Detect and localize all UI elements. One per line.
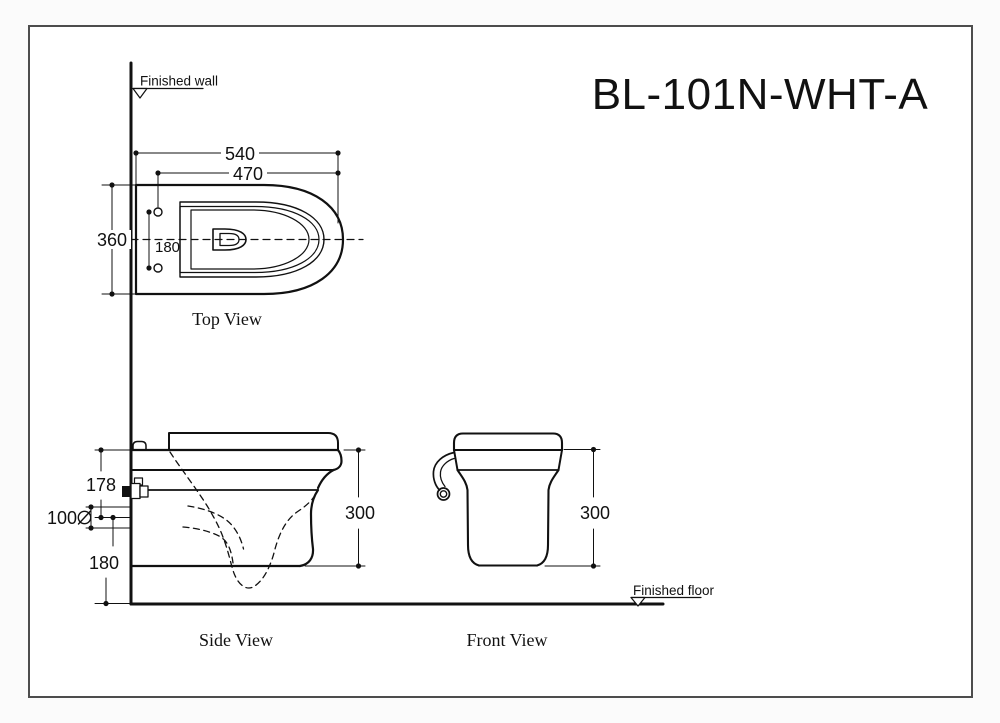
dim-dot: [590, 563, 597, 569]
mounting-hole: [153, 263, 163, 273]
dim-dot: [109, 291, 115, 297]
dimension-100-outlet: 100: [47, 504, 132, 531]
front-side-right: [557, 449, 563, 471]
top-view-bowl-rim: [190, 209, 310, 270]
dimension-540: 540: [133, 143, 341, 224]
dim-value-360: 360: [97, 230, 127, 250]
front-side-left: [453, 449, 459, 471]
dim-dot: [103, 600, 109, 607]
side-profile-upper: [332, 448, 343, 472]
model-number-title: BL-101N-WHT-A: [591, 70, 929, 119]
hose-connector-inner: [439, 490, 448, 498]
water-inlet-fitting: [122, 477, 149, 500]
dimension-180-holes: 180: [146, 209, 180, 271]
front-pedestal-right: [535, 468, 560, 567]
wall-level-triangle-icon: [132, 87, 148, 99]
dim-dot: [146, 209, 152, 215]
dim-dot: [355, 563, 362, 569]
mounting-hole: [153, 207, 163, 217]
side-profile-lower: [298, 488, 320, 568]
dimension-178: 178: [86, 447, 134, 521]
floor-level-triangle-icon: [630, 596, 646, 607]
side-profile-mid: [316, 468, 335, 490]
fitting-base: [122, 486, 131, 497]
hose-inner: [439, 457, 455, 488]
dim-dot: [155, 170, 161, 176]
dim-dot: [98, 447, 104, 453]
dim-dot: [355, 447, 362, 453]
dim-dot: [88, 504, 94, 510]
dim-dot: [109, 182, 115, 188]
side-wall-bracket: [132, 440, 147, 451]
diameter-circle: [77, 510, 92, 525]
front-seat-lid: [452, 432, 564, 452]
dim-value-540: 540: [225, 144, 255, 164]
fitting-body: [130, 482, 141, 500]
bowl-water-dashed: [187, 505, 245, 550]
dimension-180-floor: 180: [89, 514, 132, 607]
dim-value-100: 100: [47, 508, 77, 528]
dimension-360: 360: [93, 182, 137, 297]
dim-dot: [88, 525, 94, 531]
dim-value-178: 178: [86, 475, 116, 495]
top-view: 540 470 360 180 Top View: [93, 143, 364, 329]
front-pedestal-left: [456, 468, 481, 567]
dim-value-300-front: 300: [580, 503, 610, 523]
trap-outline-dashed: [169, 451, 317, 589]
supply-hose: [432, 451, 455, 501]
dim-value-300-side: 300: [345, 503, 375, 523]
dim-text-mask: [93, 230, 131, 249]
dim-dot: [146, 265, 152, 271]
dimension-300-front: 300: [544, 446, 610, 569]
side-view: 178 100 180: [47, 432, 375, 650]
top-view-seat-inner: [179, 205, 320, 274]
bowl-bottom-dashed: [182, 526, 235, 568]
dimension-300-side: 300: [304, 447, 375, 569]
fitting-nut: [139, 485, 149, 498]
dim-value-180-holes: 180: [155, 239, 180, 256]
dim-value-470: 470: [233, 164, 263, 184]
dim-text-mask: [229, 163, 267, 182]
dimension-470: 470: [155, 163, 341, 208]
finished-floor-label: Finished floor: [633, 583, 715, 598]
trapway-hidden-lines: [169, 451, 317, 589]
hose-outer: [432, 451, 455, 491]
dim-value-180-floor: 180: [89, 553, 119, 573]
top-view-label: Top View: [192, 309, 262, 329]
dim-text-mask: [221, 143, 259, 162]
hose-connector-outer: [436, 487, 451, 501]
diameter-slash: [77, 510, 92, 525]
diameter-symbol-icon: [77, 510, 92, 525]
front-view-label: Front View: [466, 630, 547, 650]
finished-wall-label: Finished wall: [140, 74, 218, 89]
dim-dot: [335, 150, 341, 156]
dim-dot: [590, 446, 597, 453]
side-view-label: Side View: [199, 630, 273, 650]
dim-dot: [133, 150, 139, 156]
side-seat-lid: [168, 432, 339, 451]
front-view: 300 Front View: [432, 432, 610, 650]
drawing-border: [28, 25, 973, 698]
datum-lines: Finished wall Finished floor: [129, 61, 715, 607]
dim-dot: [335, 170, 341, 176]
